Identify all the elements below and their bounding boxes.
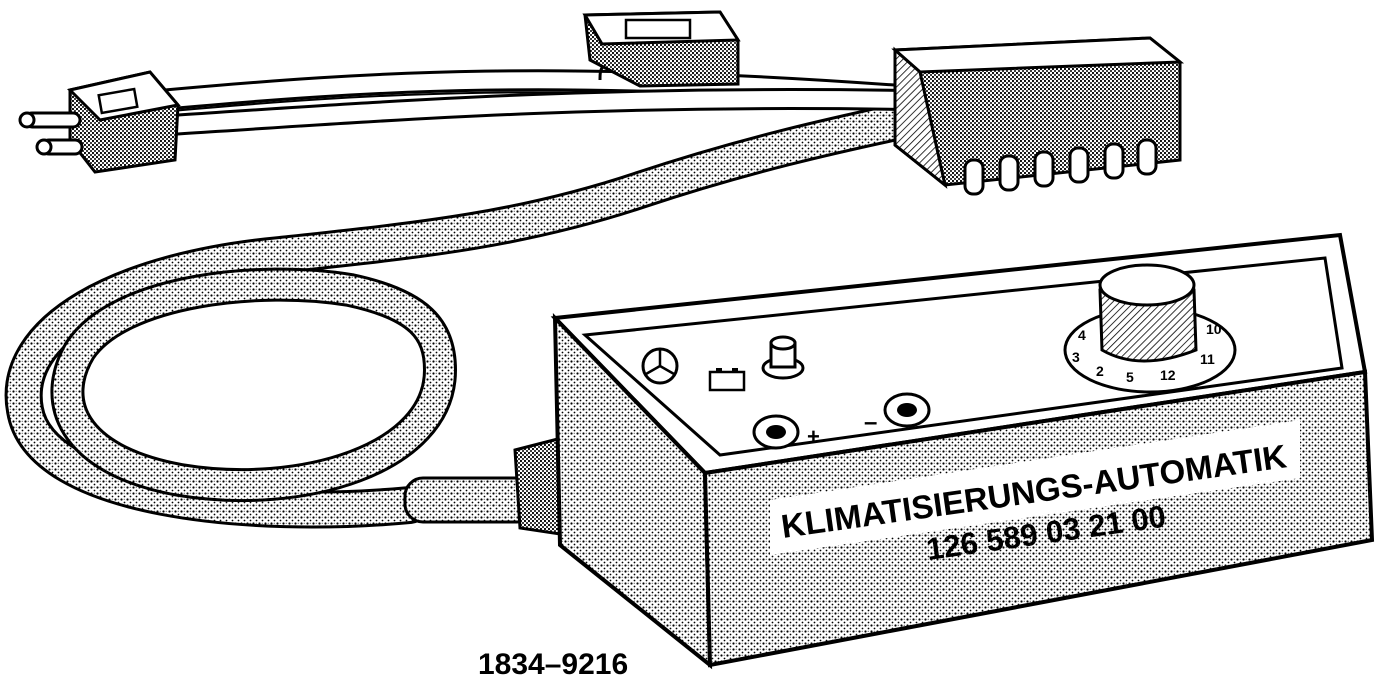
dial-number: 10	[1206, 321, 1222, 337]
dial-number: 12	[1160, 367, 1176, 383]
branch-wires	[159, 58, 906, 136]
push-button[interactable]	[761, 335, 805, 380]
battery-icon	[708, 368, 746, 392]
plus-socket[interactable]: +	[752, 414, 820, 450]
dial-number: 11	[1200, 351, 1215, 367]
minus-socket[interactable]: –	[864, 392, 931, 436]
coiled-cable	[4, 101, 924, 529]
star-emblem-icon	[641, 347, 679, 385]
figure-reference: 1834–9216	[478, 648, 628, 681]
multipin-connector	[891, 36, 1185, 196]
dial-number: 2	[1096, 363, 1104, 379]
middle-connector	[582, 10, 741, 88]
dial-number: 3	[1072, 349, 1080, 365]
dial-number: 5	[1126, 369, 1134, 385]
plus-label: +	[807, 424, 820, 449]
selector-dial[interactable]: 3 2 5 12 11 4 10	[1063, 263, 1237, 394]
control-panel: + – 3 2 5 12 11 4 10	[641, 263, 1237, 450]
left-plug	[18, 70, 181, 174]
minus-label: –	[864, 409, 877, 436]
dial-number: 4	[1078, 327, 1086, 343]
